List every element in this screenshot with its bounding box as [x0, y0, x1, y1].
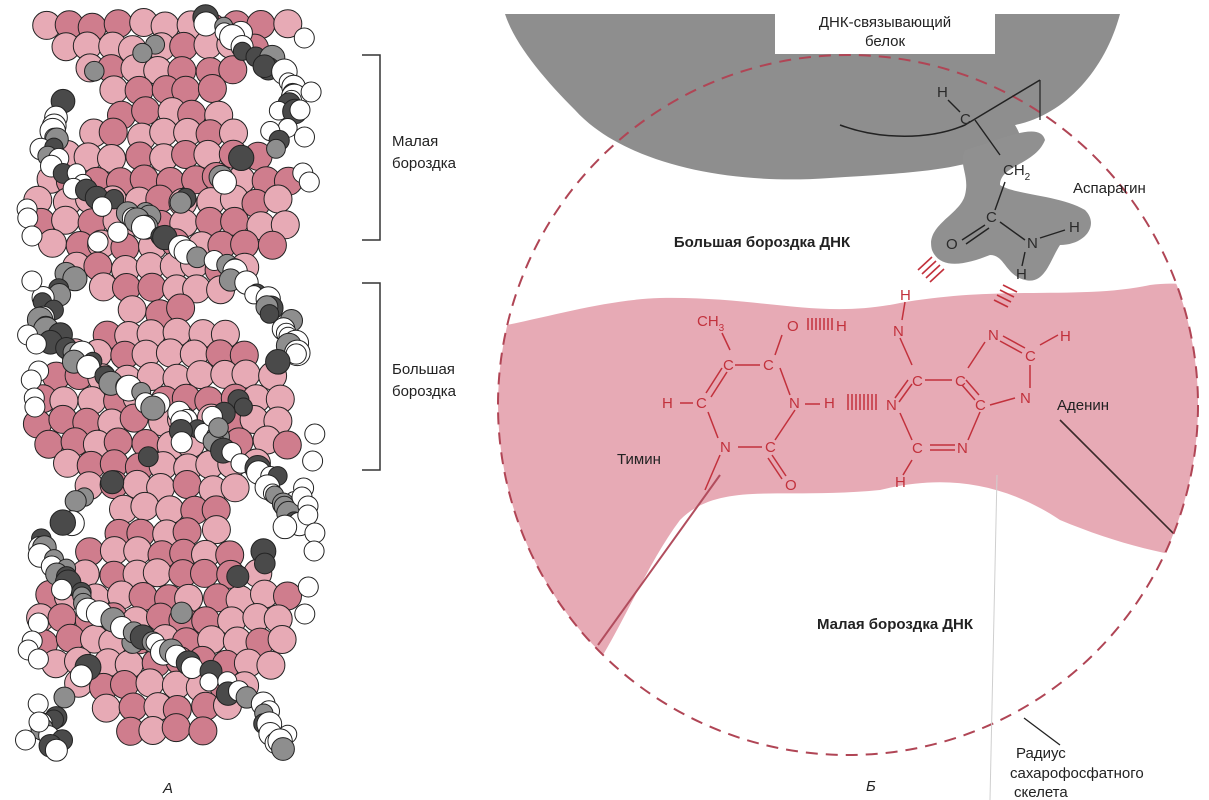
dna-backbone-band: [480, 284, 1209, 660]
thy-n1: N: [720, 439, 731, 456]
protein-label-line2: белок: [865, 33, 906, 50]
radius-label-line1: Радиус: [1016, 745, 1066, 762]
ade-c4: C: [975, 397, 986, 414]
minor-groove-bracket: [362, 55, 380, 240]
thy-c2: C: [765, 439, 776, 456]
panel-a-letter: A: [162, 780, 173, 797]
ade-c5: C: [955, 373, 966, 390]
thy-n3: N: [789, 395, 800, 412]
ade-h6a: H: [836, 318, 847, 335]
major-groove-dna-label: Большая бороздка ДНК: [674, 234, 851, 251]
thy-o2: O: [785, 477, 797, 494]
ade-n9: N: [1020, 390, 1031, 407]
minor-groove-label-line2: бороздка: [392, 155, 457, 172]
minor-groove-label-line1: Малая: [392, 133, 438, 150]
thy-c6: C: [696, 395, 707, 412]
thy-c4: C: [763, 357, 774, 374]
ade-n1: N: [886, 397, 897, 414]
panel-b-letter: Б: [866, 778, 876, 795]
thy-c5: C: [723, 357, 734, 374]
minor-groove-dna-label: Малая бороздка ДНК: [817, 616, 974, 633]
asn-c-carbonyl: C: [986, 209, 997, 226]
ade-n6: N: [893, 323, 904, 340]
major-groove-label-line1: Большая: [392, 361, 455, 378]
radius-pointer-line: [1024, 718, 1060, 745]
thy-h3: H: [824, 395, 835, 412]
radius-label-line2: сахарофосфатного: [1010, 765, 1144, 782]
ade-h8: H: [1060, 328, 1071, 345]
fold-line: [990, 475, 997, 800]
asn-o: O: [946, 236, 958, 253]
protein-label-line1: ДНК-связывающий: [819, 14, 951, 31]
asn-h-down: H: [1016, 266, 1027, 283]
major-groove-label-line2: бороздка: [392, 383, 457, 400]
asn-c-alpha: C: [960, 111, 971, 128]
thymine-label: Тимин: [617, 451, 661, 468]
ade-h2: H: [895, 474, 906, 491]
ade-c2: C: [912, 440, 923, 457]
dna-helix-space-filling-model: [16, 5, 325, 761]
asn-h-right: H: [1069, 219, 1080, 236]
major-groove-bracket: [362, 283, 380, 470]
adenine-label: Аденин: [1057, 397, 1109, 414]
radius-label-line3: скелета: [1014, 784, 1068, 800]
ade-n3: N: [957, 440, 968, 457]
asn-n: N: [1027, 235, 1038, 252]
thy-o4: O: [787, 318, 799, 335]
asn-h-top: H: [937, 84, 948, 101]
ade-c8: C: [1025, 348, 1036, 365]
ade-c6: C: [912, 373, 923, 390]
asn-ch2: CH2: [1003, 162, 1031, 183]
ade-n7: N: [988, 327, 999, 344]
thy-h6: H: [662, 395, 673, 412]
ade-h-n6-top: H: [900, 287, 911, 304]
asparagine-label: Аспарагин: [1073, 180, 1146, 197]
